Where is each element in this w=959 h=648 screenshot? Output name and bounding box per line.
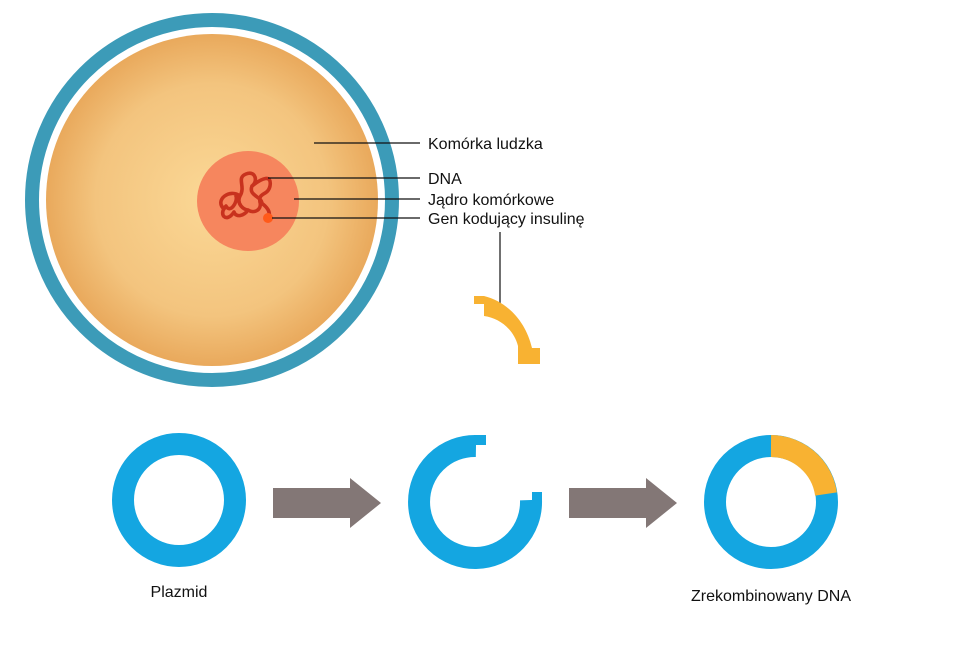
recombinant-dna-label: Zrekombinowany DNA (691, 588, 851, 605)
cut-plasmid-sticky-end-right (532, 492, 542, 502)
cell-membrane (25, 13, 399, 387)
process-arrow-2 (569, 478, 677, 528)
dna-strand (219, 171, 273, 220)
cut-plasmid-sticky-end-top (474, 435, 486, 445)
plasmid-ring (112, 433, 246, 567)
insulin-gene-fragment (474, 296, 540, 364)
cut-plasmid (408, 434, 543, 569)
nucleus-label: Jądro komórkowe (428, 192, 554, 209)
cut-plasmid-ring (408, 434, 543, 569)
dna-label: DNA (428, 171, 462, 188)
cell-nucleus (197, 151, 299, 251)
process-arrow-1 (273, 478, 381, 528)
insulin-gene-marker (263, 213, 273, 223)
leader-lines (268, 142, 501, 310)
inserted-insulin-gene (770, 435, 837, 497)
insulin-gene-label: Gen kodujący insulinę (428, 211, 585, 228)
recombinant-plasmid (704, 435, 838, 569)
cell-label: Komórka ludzka (428, 136, 543, 153)
human-cell (25, 13, 399, 387)
plasmid-label: Plazmid (151, 584, 208, 601)
